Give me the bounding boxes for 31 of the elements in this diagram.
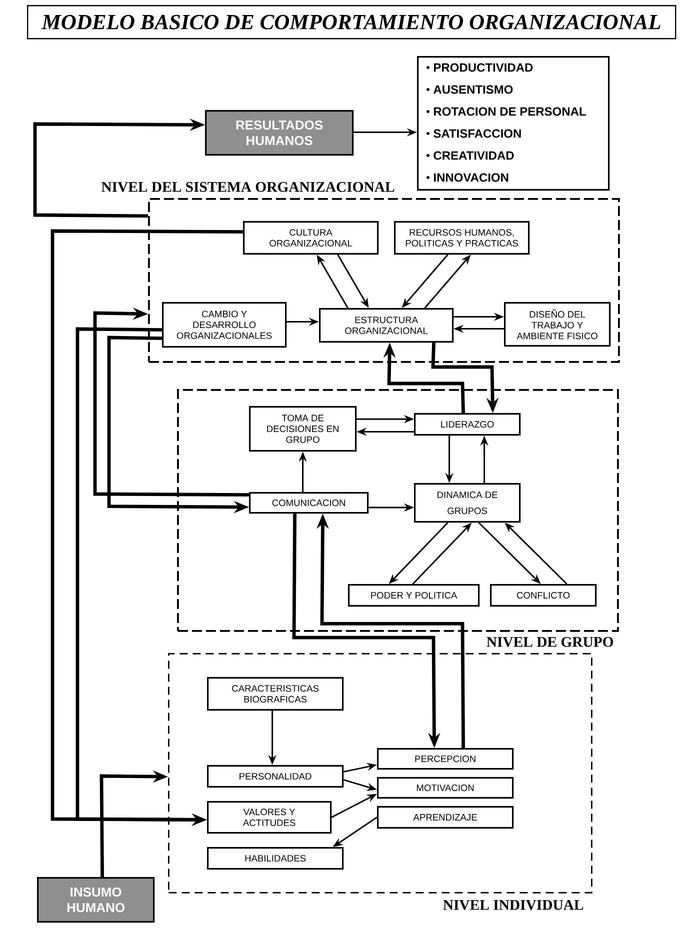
process-box: DINAMICA DE GRUPOS (414, 483, 521, 523)
process-box: CARACTERISTICAS BIOGRAFICAS (207, 677, 344, 711)
list-item: SATISFACCION (434, 129, 521, 138)
process-box: PERCEPCION (377, 748, 514, 770)
process-box: COMUNICACION (249, 492, 369, 514)
list-item: CREATIVIDAD (434, 151, 514, 160)
list-item: INNOVACION (434, 173, 508, 182)
process-box: HABILIDADES (207, 847, 344, 870)
process-box: CONFLICTO (490, 584, 597, 607)
level-heading: NIVEL INDIVIDUAL (443, 900, 584, 910)
process-box: MOTIVACION (377, 777, 514, 799)
list-item: PRODUCTIVIDAD (434, 63, 533, 72)
process-box: RECURSOS HUMANOS, POLITICAS Y PRACTICAS (394, 221, 530, 255)
level-heading: NIVEL DE GRUPO (486, 637, 614, 647)
process-box: LIDERAZGO (414, 413, 521, 436)
process-box: INSUMO HUMANO (37, 877, 155, 923)
arrow (93, 308, 249, 496)
process-box: VALORES Y ACTITUDES (207, 801, 332, 834)
process-box: CULTURA ORGANIZACIONAL (243, 221, 379, 255)
process-box: ESTRUCTURA ORGANIZACIONAL (319, 308, 454, 343)
process-box: CAMBIO Y DESARROLLO ORGANIZACIONALES (162, 302, 287, 348)
process-box: RESULTADOS HUMANOS (205, 110, 354, 156)
process-box: TOMA DE DECISIONES EN GRUPO (249, 406, 357, 452)
process-box: PODER Y POLITICA (348, 584, 480, 607)
process-box: DISEÑO DEL TRABAJO Y AMBIENTE FISICO (504, 302, 611, 347)
process-box: PERSONALIDAD (207, 765, 344, 788)
list-item: AUSENTISMO (434, 85, 513, 94)
list-item: ROTACION DE PERSONAL (434, 107, 586, 116)
process-box: APRENDIZAJE (377, 806, 514, 829)
title-banner: MODELO BASICO DE COMPORTAMIENTO ORGANIZACIONAL (27, 5, 676, 40)
level-heading: NIVEL DEL SISTEMA ORGANIZACIONAL (101, 182, 394, 192)
